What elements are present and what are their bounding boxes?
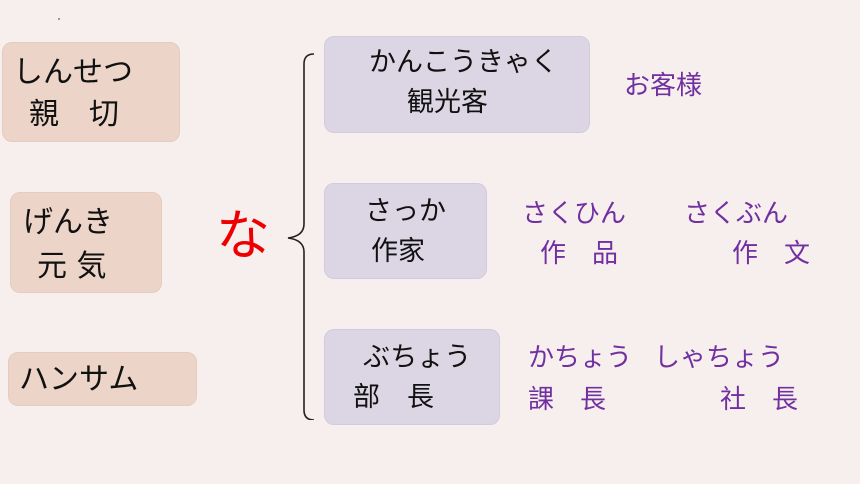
kachou-kanji: 課 長	[528, 385, 607, 415]
shinsetsu-kanji: 親 切	[29, 97, 119, 132]
shinsetsu-box: しんせつ 親 切	[2, 42, 180, 142]
genki-kana: げんき	[23, 205, 113, 240]
shachou-kana: しゃちょう	[654, 343, 785, 373]
sakubun-kana: さくぶん	[684, 199, 789, 229]
sakka-box: さっか 作家	[324, 183, 487, 279]
kachou-kana: かちょう	[528, 343, 633, 373]
slide-dot	[58, 18, 60, 20]
sakka-kanji: 作家	[371, 236, 425, 267]
sakubun-kanji: 作 文	[732, 239, 811, 269]
kankoukyaku-box: かんこうきゃく 観光客	[324, 36, 590, 133]
genki-kanji: 元 気	[37, 249, 107, 284]
kankoukyaku-kana: かんこうきゃく	[369, 47, 558, 78]
sakuhin-kana: さくひん	[522, 199, 627, 229]
kankoukyaku-kanji: 観光客	[407, 87, 488, 118]
genki-box: げんき 元 気	[10, 192, 162, 293]
sakuhin-kanji: 作 品	[540, 239, 619, 269]
buchou-box: ぶちょう 部 長	[324, 329, 500, 425]
hansamu-text: ハンサム	[19, 362, 139, 397]
buchou-kanji: 部 長	[353, 382, 434, 413]
shachou-kanji: 社 長	[720, 385, 799, 415]
hansamu-box: ハンサム	[8, 352, 197, 406]
particle-na: な	[216, 204, 270, 267]
okyakusama-text: お客様	[624, 71, 703, 101]
bracket-icon	[287, 53, 315, 420]
shinsetsu-kana: しんせつ	[13, 55, 133, 90]
buchou-kana: ぶちょう	[363, 342, 472, 373]
sakka-kana: さっか	[365, 196, 446, 227]
